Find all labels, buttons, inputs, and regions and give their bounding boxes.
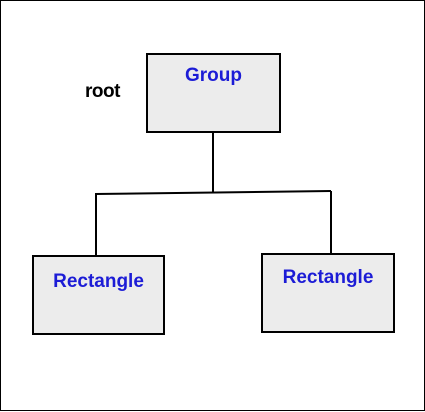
root-label: root [85,81,120,102]
group-node-label: Group [185,65,242,86]
group-node: Group [146,53,281,133]
rectangle-node-left: Rectangle [32,255,165,335]
rectangle-node-right: Rectangle [261,253,395,333]
connector-horizontal-bar [94,190,332,195]
rectangle-node-right-label: Rectangle [282,267,374,288]
rectangle-node-left-label: Rectangle [53,271,144,292]
